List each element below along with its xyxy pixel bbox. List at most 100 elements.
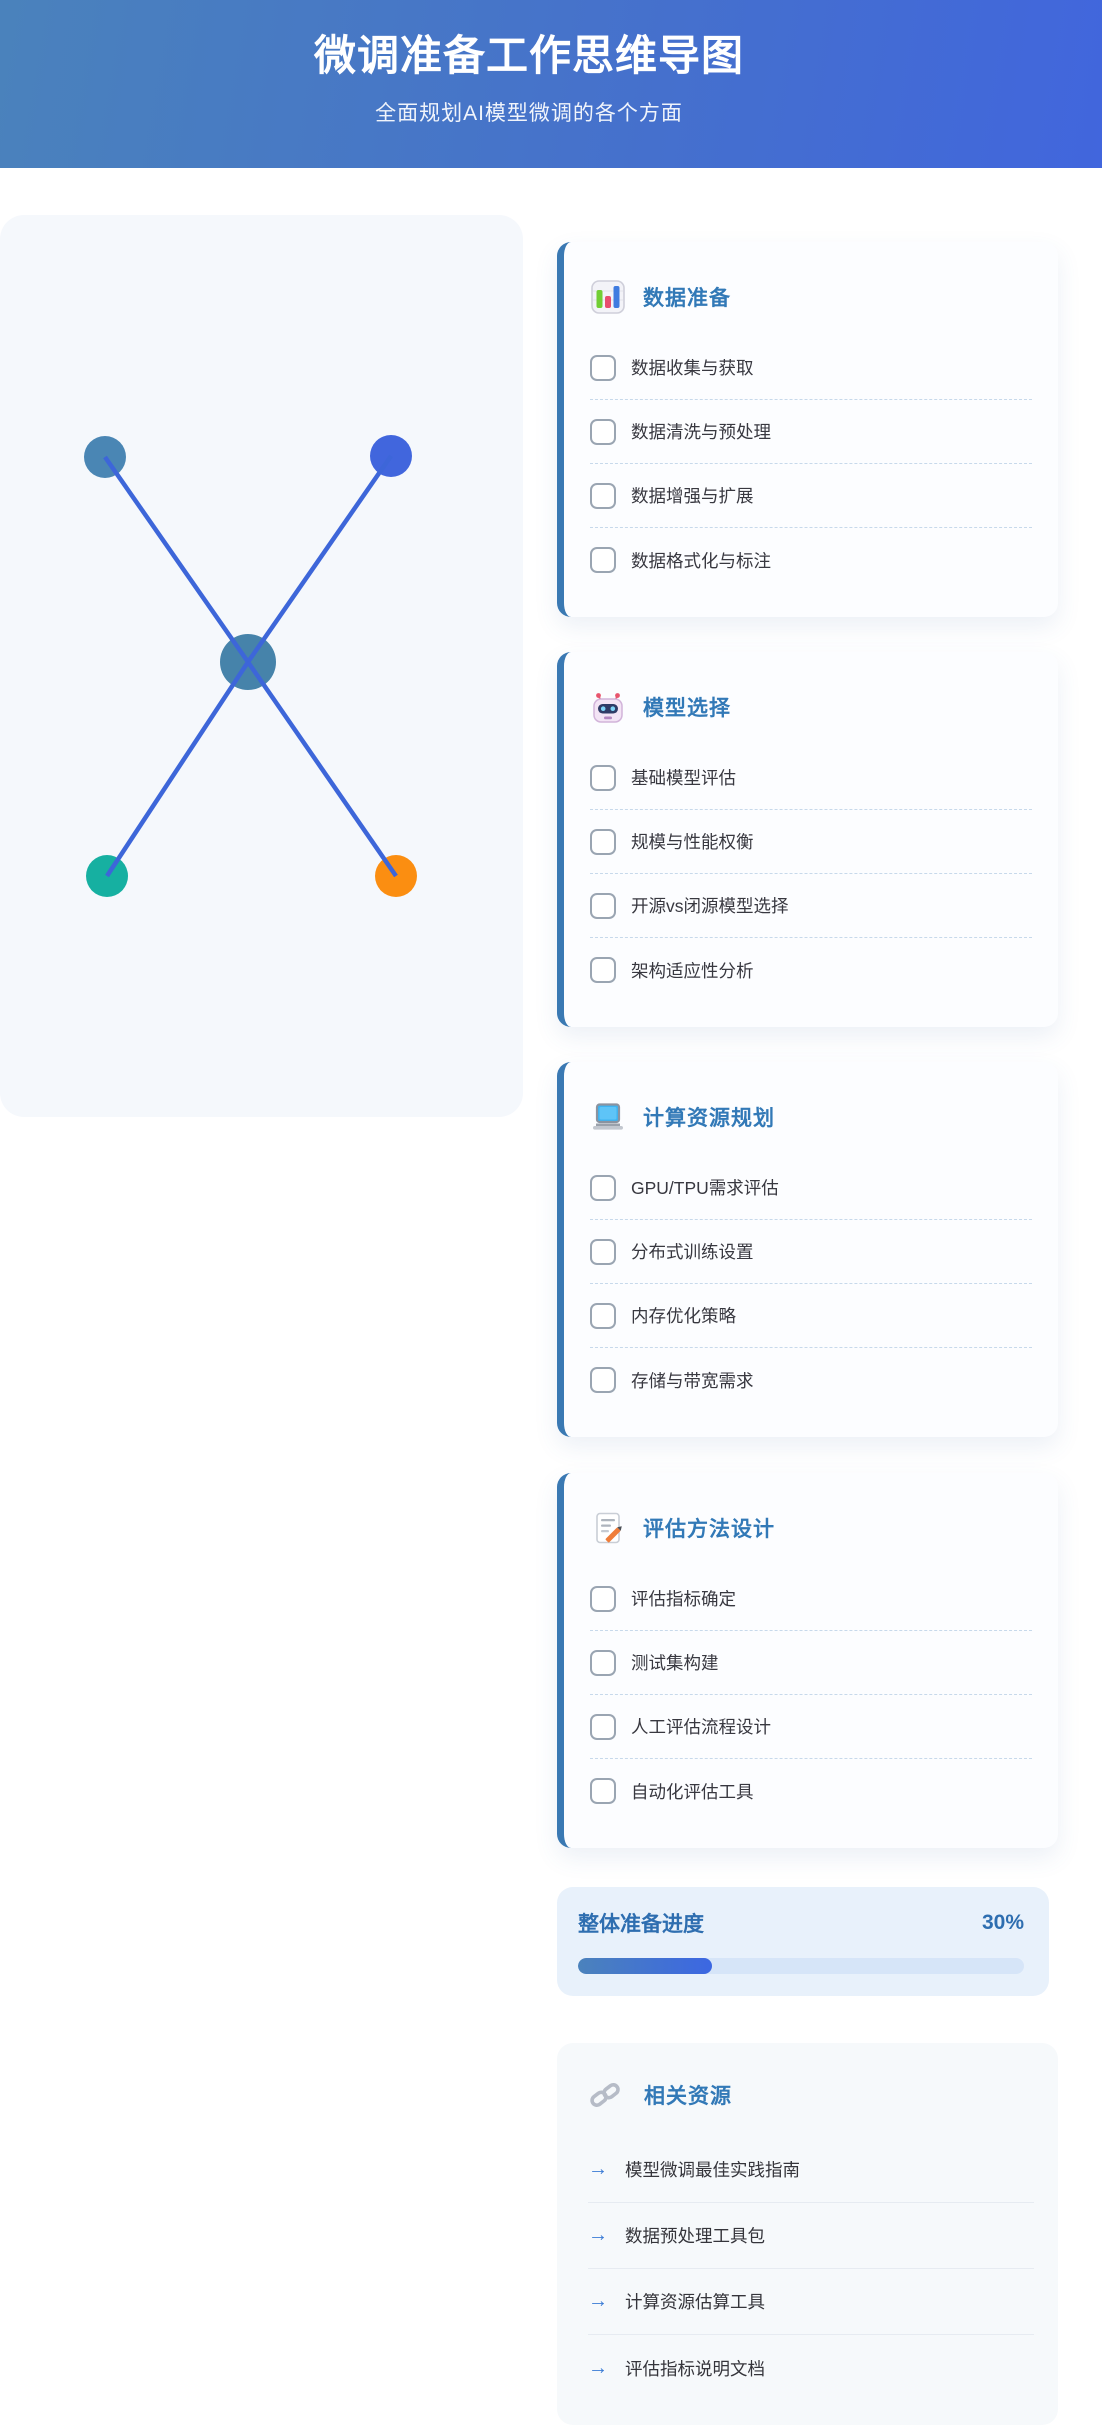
category-card: 模型选择 基础模型评估 规模与性能权衡 开源vs闭源模型选择 架构适应性分析 [557,652,1058,1027]
card-title: 计算资源规划 [643,1107,775,1130]
checklist: GPU/TPU需求评估 分布式训练设置 内存优化策略 存储与带宽需求 [590,1156,1032,1412]
checklist-item-label: 数据格式化与标注 [631,550,771,571]
checkbox[interactable] [590,547,616,573]
resources-list: → 模型微调最佳实践指南 → 数据预处理工具包 → 计算资源估算工具 → 评估指… [588,2137,1034,2401]
resource-link-label: 计算资源估算工具 [625,2292,765,2312]
checklist-item-label: 人工评估流程设计 [631,1717,771,1737]
checkbox[interactable] [590,418,616,445]
checklist: 数据收集与获取 数据清洗与预处理 数据增强与扩展 数据格式化与标注 [590,336,1032,592]
progress-row: 整体准备进度 30% [578,1909,1024,1937]
robot-icon [590,689,626,725]
card-title: 数据准备 [643,287,731,310]
card-header: 数据准备 [590,270,1032,324]
checklist-item[interactable]: 数据收集与获取 [590,336,1032,400]
checklist-item[interactable]: 架构适应性分析 [590,938,1032,1002]
checkbox[interactable] [590,764,616,791]
resource-link[interactable]: → 数据预处理工具包 [588,2203,1034,2269]
checklist-item[interactable]: 基础模型评估 [590,746,1032,810]
checklist-item-label: 数据收集与获取 [631,358,754,378]
resource-link-label: 评估指标说明文档 [625,2358,765,2379]
checklist-item-label: 规模与性能权衡 [631,832,754,852]
checklist-item-label: 自动化评估工具 [631,1781,754,1802]
checklist-item-label: 数据增强与扩展 [631,486,754,506]
link-icon [588,2078,622,2112]
resources-title: 相关资源 [644,2085,732,2108]
checklist-item[interactable]: GPU/TPU需求评估 [590,1156,1032,1220]
checkbox[interactable] [590,1238,616,1265]
checkbox[interactable] [590,1649,616,1676]
mindmap-graph [84,435,417,897]
arrow-right-icon: → [588,2356,608,2379]
checkbox[interactable] [590,1302,616,1329]
page-subtitle: 全面规划AI模型微调的各个方面 [375,102,683,125]
checklist-item-label: 架构适应性分析 [631,960,754,981]
checklist-item-label: 开源vs闭源模型选择 [631,896,789,916]
card-header: 评估方法设计 [590,1501,1032,1555]
card-title: 评估方法设计 [643,1518,775,1541]
mindmap-edge [246,454,393,664]
checklist-item[interactable]: 分布式训练设置 [590,1220,1032,1284]
mindmap-panel [0,215,523,1117]
checklist: 评估指标确定 测试集构建 人工评估流程设计 自动化评估工具 [590,1567,1032,1823]
header-inner: 微调准备工作思维导图 全面规划AI模型微调的各个方面 [0,0,1058,127]
checklist-item-label: 存储与带宽需求 [631,1370,754,1391]
checkbox[interactable] [590,354,616,381]
arrow-right-icon: → [588,2290,608,2312]
mindmap-edge [105,660,250,878]
laptop-icon [590,1099,626,1135]
card-header: 模型选择 [590,680,1032,734]
card-header: 计算资源规划 [590,1090,1032,1144]
mindmap-edge [246,660,398,878]
resource-link[interactable]: → 模型微调最佳实践指南 [588,2137,1034,2203]
arrow-right-icon: → [588,2224,608,2246]
progress-track [578,1958,1024,1974]
checklist-item-label: GPU/TPU需求评估 [631,1178,779,1198]
category-card: 评估方法设计 评估指标确定 测试集构建 人工评估流程设计 自动化评估工具 [557,1473,1058,1848]
checklist-item-label: 内存优化策略 [631,1306,736,1326]
category-card: 计算资源规划 GPU/TPU需求评估 分布式训练设置 内存优化策略 存储与带宽需… [557,1062,1058,1437]
checkbox[interactable] [590,1174,616,1201]
checklist-item[interactable]: 数据清洗与预处理 [590,400,1032,464]
checklist-item[interactable]: 评估指标确定 [590,1567,1032,1631]
checkbox[interactable] [590,482,616,509]
checklist-item[interactable]: 自动化评估工具 [590,1759,1032,1823]
checklist: 基础模型评估 规模与性能权衡 开源vs闭源模型选择 架构适应性分析 [590,746,1032,1002]
checkbox[interactable] [590,828,616,855]
checklist-item[interactable]: 人工评估流程设计 [590,1695,1032,1759]
checklist-item[interactable]: 规模与性能权衡 [590,810,1032,874]
checkbox[interactable] [590,1778,616,1804]
checklist-item-label: 测试集构建 [631,1653,719,1673]
bar-chart-icon [590,279,626,315]
memo-icon [590,1510,626,1546]
page-header: 微调准备工作思维导图 全面规划AI模型微调的各个方面 [0,0,1102,168]
page-title: 微调准备工作思维导图 [313,32,744,79]
card-title: 模型选择 [643,697,731,720]
checkbox[interactable] [590,892,616,919]
checklist-item-label: 基础模型评估 [631,768,736,788]
checkbox[interactable] [590,1367,616,1393]
resource-link[interactable]: → 评估指标说明文档 [588,2335,1034,2401]
checklist-item-label: 评估指标确定 [631,1589,736,1609]
checklist-item[interactable]: 测试集构建 [590,1631,1032,1695]
arrow-right-icon: → [588,2158,608,2180]
checklist-item[interactable]: 数据格式化与标注 [590,528,1032,592]
progress-percent: 30% [981,1911,1024,1934]
resource-link-label: 数据预处理工具包 [625,2226,765,2246]
checklist-item[interactable]: 数据增强与扩展 [590,464,1032,528]
checklist-item-label: 分布式训练设置 [631,1242,754,1262]
resources-header: 相关资源 [588,2075,1034,2115]
resource-link-label: 模型微调最佳实践指南 [625,2160,800,2180]
checkbox[interactable] [590,1585,616,1612]
checklist-item[interactable]: 开源vs闭源模型选择 [590,874,1032,938]
progress-card: 整体准备进度 30% [557,1887,1049,1996]
category-card: 数据准备 数据收集与获取 数据清洗与预处理 数据增强与扩展 数据格式化与标注 [557,242,1058,617]
mindmap-edge [103,455,250,664]
checkbox[interactable] [590,1713,616,1740]
checkbox[interactable] [590,957,616,983]
resources-card: 相关资源 → 模型微调最佳实践指南 → 数据预处理工具包 → 计算资源估算工具 … [557,2043,1058,2425]
checklist-item-label: 数据清洗与预处理 [631,422,771,442]
progress-fill [578,1958,712,1974]
resource-link[interactable]: → 计算资源估算工具 [588,2269,1034,2335]
checklist-item[interactable]: 存储与带宽需求 [590,1348,1032,1412]
checklist-item[interactable]: 内存优化策略 [590,1284,1032,1348]
